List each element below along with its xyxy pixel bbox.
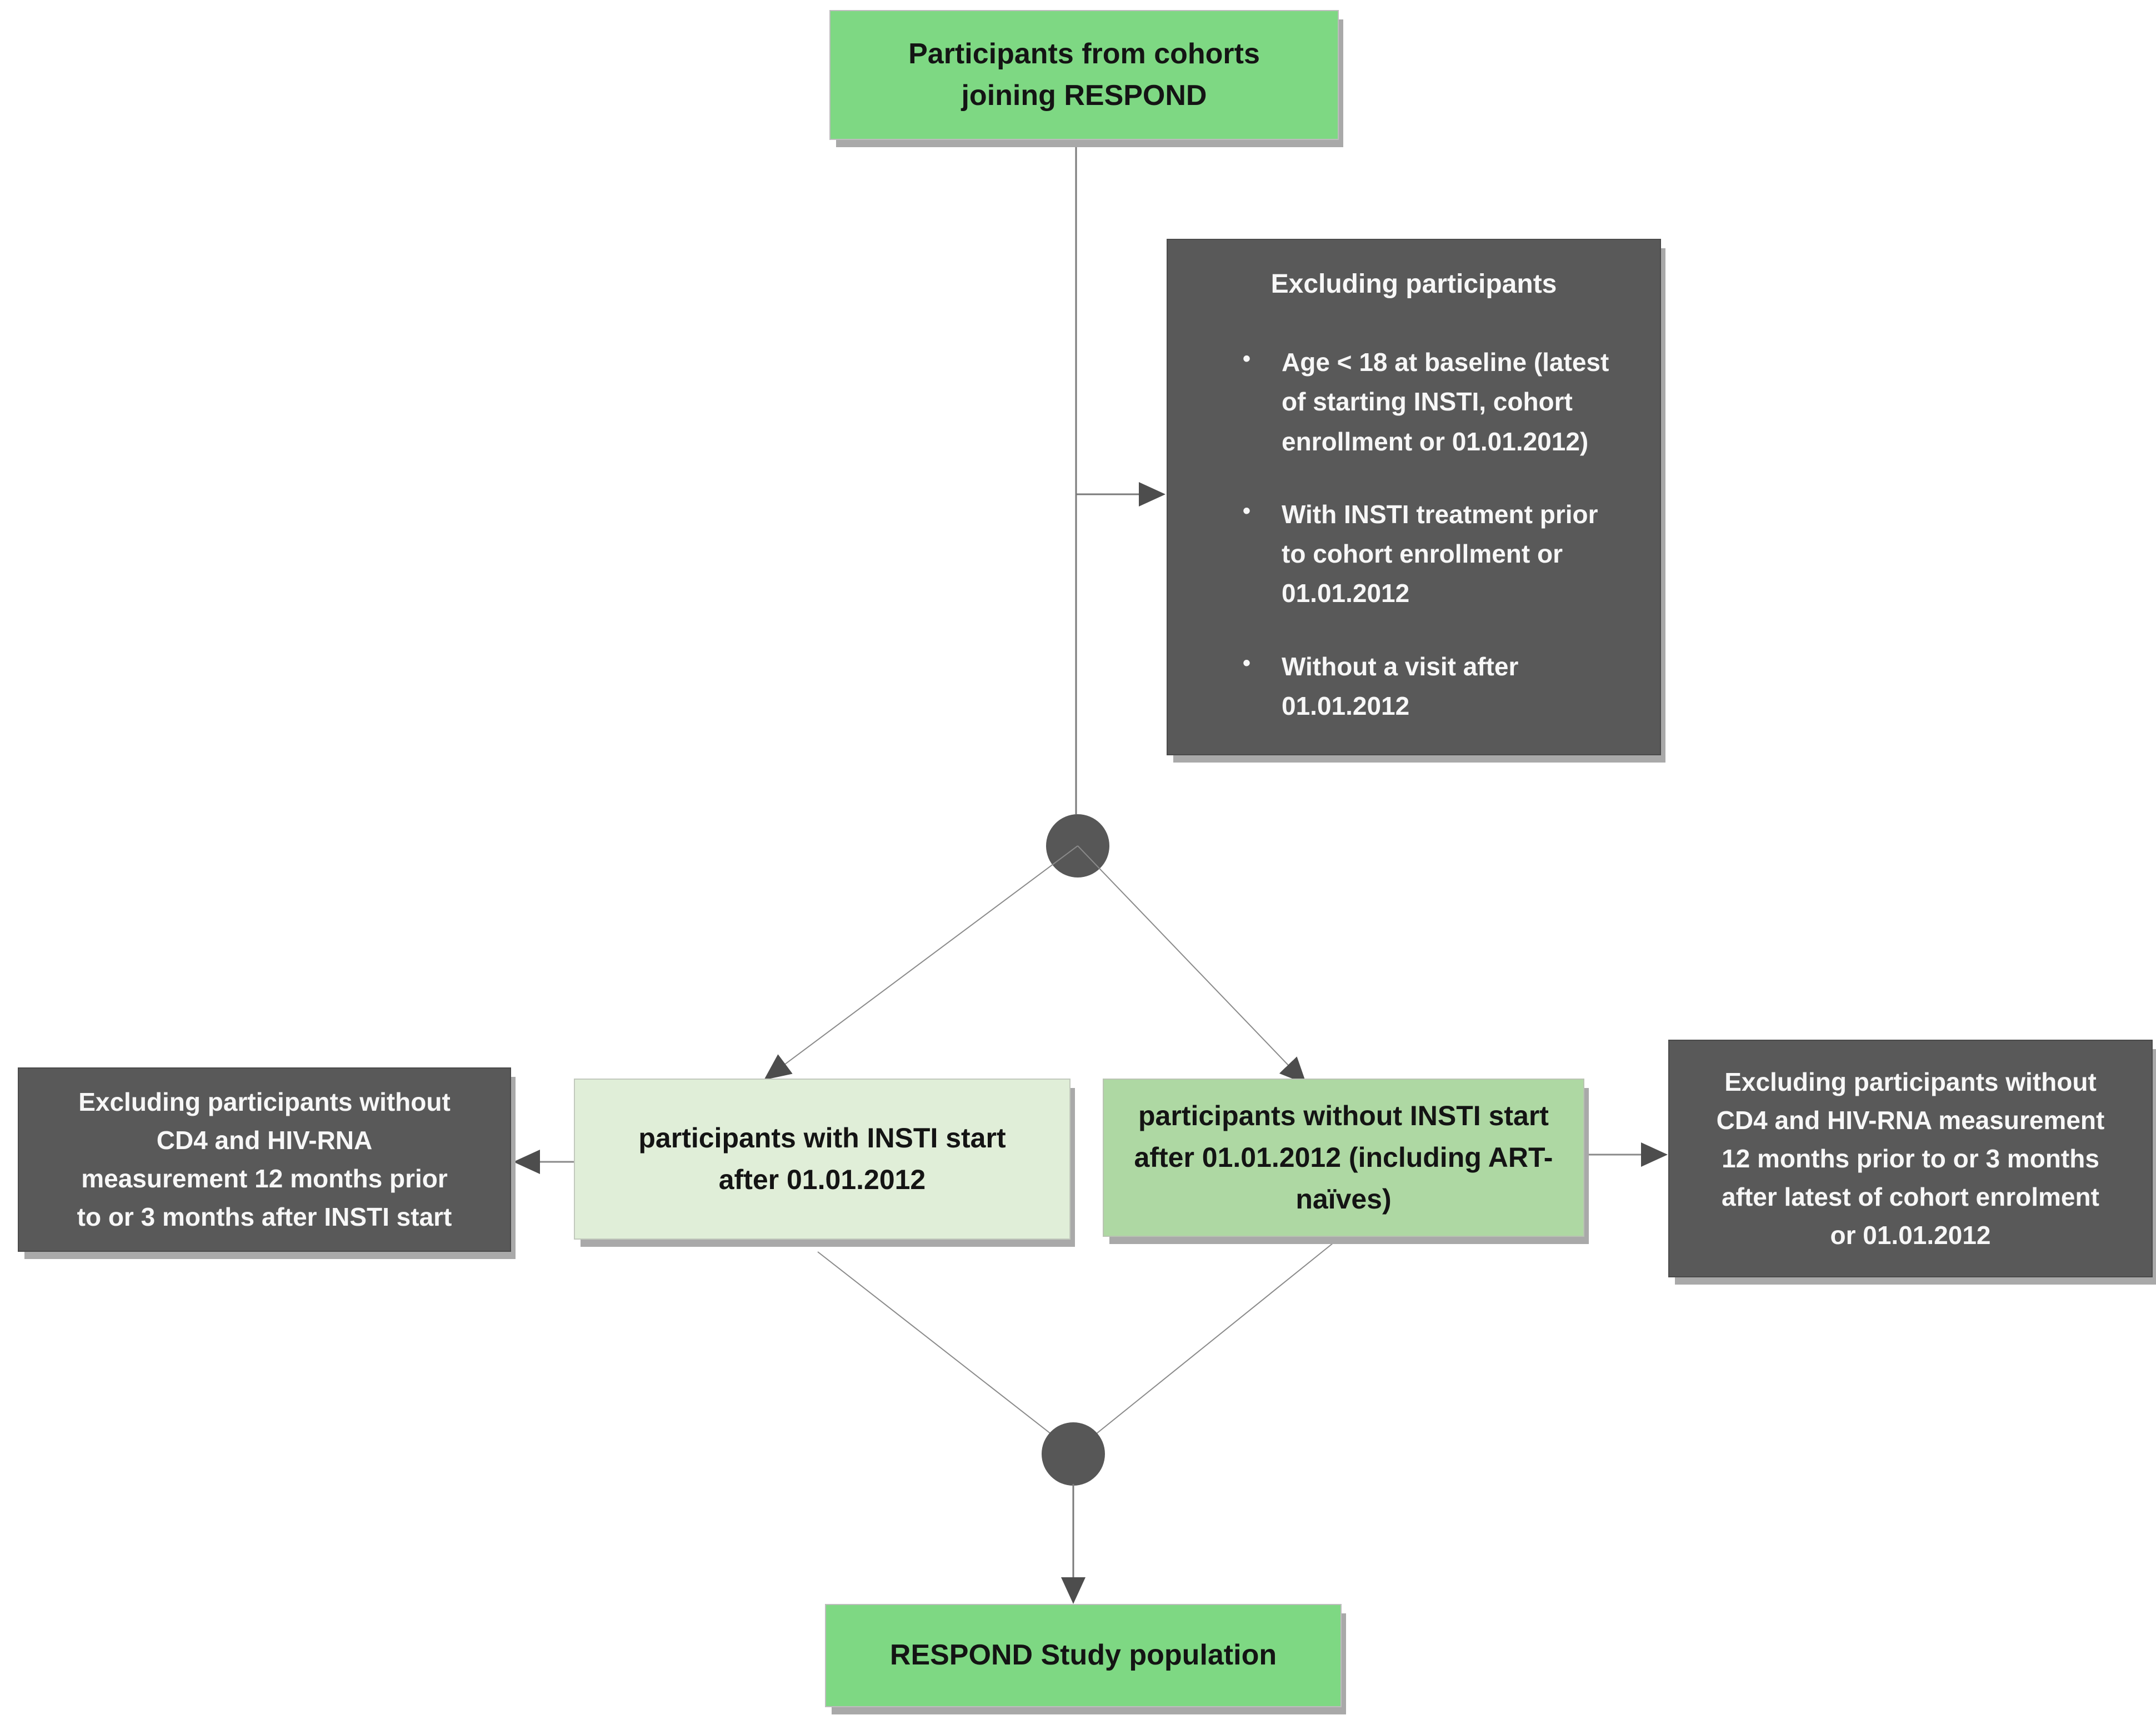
node-excluding-no-cd4-insti-start: Excluding participants without CD4 and H…: [18, 1067, 511, 1252]
exclusion-criteria-list: Age < 18 at baseline (latest of starting…: [1198, 342, 1629, 726]
exclusion-box-title: Excluding participants: [1270, 269, 1557, 299]
node-participants-with-insti-start: participants with INSTI start after 01.0…: [574, 1079, 1071, 1240]
exclusion-item-age: Age < 18 at baseline (latest of starting…: [1198, 342, 1629, 462]
connector-no-insti-to-junction-bottom: [1087, 1240, 1337, 1441]
exclusion-item-prior-insti: With INSTI treatment prior to cohort enr…: [1198, 494, 1629, 614]
node-excluding-participants: Excluding participants Age < 18 at basel…: [1167, 239, 1661, 755]
connector-junction-to-no-insti: [1077, 845, 1307, 1085]
junction-dot-bottom: [1042, 1422, 1105, 1486]
node-participants-from-cohorts: Participants from cohorts joining RESPON…: [829, 10, 1339, 140]
exclusion-item-no-visit: Without a visit after 01.01.2012: [1198, 646, 1629, 726]
node-excluding-no-cd4-cohort-enrolment: Excluding participants without CD4 and H…: [1668, 1040, 2153, 1277]
junction-dot-top: [1046, 814, 1109, 877]
connector-insti-to-junction-bottom: [817, 1251, 1062, 1442]
node-respond-study-population: RESPOND Study population: [825, 1604, 1342, 1707]
node-participants-without-insti-start: participants without INSTI start after 0…: [1103, 1079, 1584, 1237]
connector-junction-to-insti: [764, 845, 1078, 1080]
